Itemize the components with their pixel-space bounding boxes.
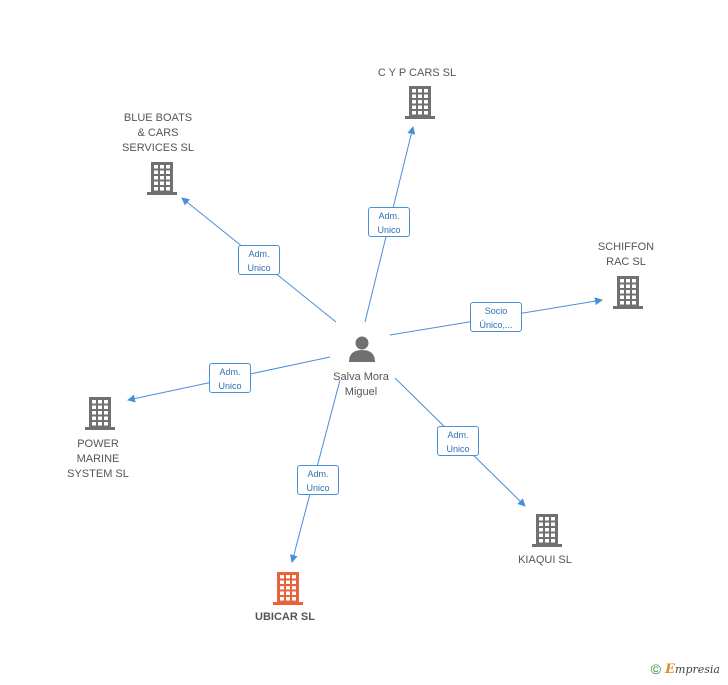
company-label-cyp[interactable]: C Y P CARS SL xyxy=(377,67,457,79)
company-label-blue[interactable]: BLUE BOATS & CARS SERVICES SL xyxy=(122,112,194,154)
edge-label-cyp[interactable]: Adm. Unico xyxy=(368,207,410,237)
person-icon[interactable] xyxy=(349,336,375,363)
edge-label-power[interactable]: Adm. Unico xyxy=(209,363,251,393)
company-building-icon-blue[interactable] xyxy=(147,162,177,195)
company-building-icon-cyp[interactable] xyxy=(405,86,435,119)
edge-label-ubicar[interactable]: Adm. Unico xyxy=(297,465,339,495)
company-label-kiaqui[interactable]: KIAQUI SL xyxy=(518,554,572,566)
company-building-icon-power[interactable] xyxy=(85,397,115,430)
watermark: © Empresia xyxy=(651,661,720,677)
edge-label-kiaqui[interactable]: Adm. Unico xyxy=(437,426,479,456)
brand-logo: Empresia xyxy=(665,661,720,677)
company-building-icon-kiaqui[interactable] xyxy=(532,514,562,547)
company-label-power[interactable]: POWER MARINE SYSTEM SL xyxy=(67,438,129,480)
company-building-icon-schiffon[interactable] xyxy=(613,276,643,309)
edge-label-schiffon[interactable]: Socio Único,... xyxy=(470,302,522,332)
company-label-ubicar[interactable]: UBICAR SL xyxy=(255,611,315,623)
copyright-icon: © xyxy=(650,661,662,677)
company-building-icon-ubicar[interactable] xyxy=(273,572,303,605)
edge-label-blue[interactable]: Adm. Unico xyxy=(238,245,280,275)
person-name[interactable]: Salva Mora Miguel xyxy=(333,371,389,398)
company-label-schiffon[interactable]: SCHIFFON RAC SL xyxy=(597,241,655,268)
